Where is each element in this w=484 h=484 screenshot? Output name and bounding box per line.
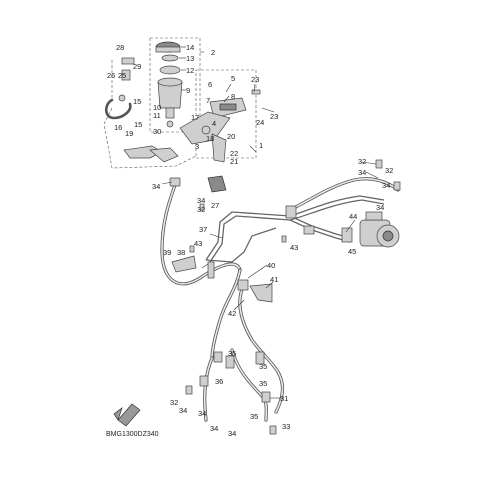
callout-32a: 32 (358, 157, 366, 166)
callout-1: 1 (259, 141, 263, 150)
callout-22: 22 (230, 149, 238, 158)
callout-18: 18 (206, 134, 214, 143)
callout-36: 36 (215, 377, 223, 386)
callout-20: 20 (227, 132, 235, 141)
brake-pipes (205, 195, 385, 263)
callout-34b: 34 (197, 196, 205, 205)
callout-35d: 35 (250, 412, 258, 421)
callout-34f: 34 (179, 406, 187, 415)
master-cylinder-assembly (103, 37, 261, 193)
callout-32c: 32 (197, 205, 205, 214)
callout-25: 25 (118, 71, 126, 80)
callout-30: 30 (153, 127, 161, 136)
front-arrow-icon (113, 403, 141, 427)
callout-35c: 35 (259, 379, 267, 388)
callout-labels: 1 2 3 4 5 6 7 8 9 10 11 12 13 14 15 15 1… (107, 43, 393, 438)
callout-34d: 34 (382, 181, 390, 190)
callout-24: 24 (256, 118, 264, 127)
callout-3: 3 (195, 142, 199, 151)
callout-17: 17 (191, 113, 199, 122)
callout-14: 14 (186, 43, 194, 52)
callout-16: 16 (114, 123, 122, 132)
callout-40: 40 (267, 261, 275, 270)
callout-44: 44 (349, 212, 357, 221)
callout-5: 5 (231, 74, 235, 83)
hydraulic-unit (359, 211, 400, 248)
callout-19: 19 (125, 129, 133, 138)
callout-43a: 43 (194, 239, 202, 248)
callout-34c: 34 (358, 168, 366, 177)
callout-32b: 32 (385, 166, 393, 175)
fittings (169, 159, 401, 435)
callout-9: 9 (186, 86, 190, 95)
callout-15a: 15 (133, 97, 141, 106)
callout-35b: 35 (259, 362, 267, 371)
callout-34g: 34 (198, 409, 206, 418)
callout-37: 37 (199, 225, 207, 234)
callout-6: 6 (208, 80, 212, 89)
callout-27: 27 (211, 201, 219, 210)
callout-2: 2 (211, 48, 215, 57)
callout-34h: 34 (210, 424, 218, 433)
callout-26: 26 (107, 71, 115, 80)
callout-29: 29 (133, 62, 141, 71)
callout-41: 41 (270, 275, 278, 284)
callout-43b: 43 (290, 243, 298, 252)
callout-39: 39 (163, 248, 171, 257)
callout-23a: 23 (251, 75, 259, 84)
callout-42: 42 (228, 309, 236, 318)
callout-13: 13 (186, 54, 194, 63)
callout-38: 38 (177, 248, 185, 257)
callout-32d: 32 (170, 398, 178, 407)
callout-34e: 34 (376, 203, 384, 212)
diagram-code: BMG1300DZ340 (106, 431, 159, 438)
callout-45: 45 (348, 247, 356, 256)
callout-28: 28 (116, 43, 124, 52)
callout-31: 31 (280, 394, 288, 403)
callout-10: 10 (153, 103, 161, 112)
callout-11: 11 (153, 111, 161, 120)
callout-35a: 35 (228, 349, 236, 358)
callout-4: 4 (212, 119, 216, 128)
callout-8: 8 (231, 92, 235, 101)
callout-33: 33 (282, 422, 290, 431)
callout-12: 12 (186, 66, 194, 75)
callout-34i: 34 (228, 429, 236, 438)
callout-15b: 15 (134, 120, 142, 129)
callout-21: 21 (230, 157, 238, 166)
callout-7: 7 (206, 96, 210, 105)
callout-34a: 34 (152, 182, 160, 191)
leader-lines (161, 46, 379, 399)
callout-23b: 23 (270, 112, 278, 121)
